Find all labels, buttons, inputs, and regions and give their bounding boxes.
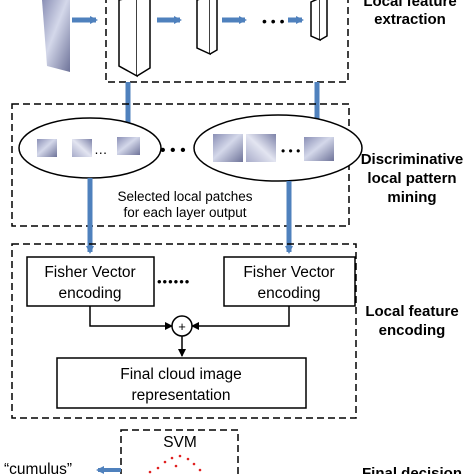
plus-sign: +: [178, 319, 186, 334]
patch-groups-ellipsis: • • •: [160, 142, 186, 159]
cnn-layer-3: [310, 0, 328, 42]
label-mining-3: mining: [387, 189, 436, 206]
connector-left-to-plus: [89, 306, 173, 330]
encoding-dashed-box: [11, 243, 357, 419]
label-encoding-1: Local feature: [365, 303, 458, 320]
label-local-feature-extraction-1: Local feature: [363, 0, 456, 10]
patches-right-ellipsis: • • •: [281, 144, 300, 158]
cnn-layer-1: [118, 0, 151, 78]
patches-left: [37, 137, 140, 157]
final-representation-line-1: Final cloud image: [120, 366, 241, 383]
final-representation-box: [56, 357, 307, 409]
cnn-layer-2: [196, 0, 218, 56]
label-final-decision: Final decision: [362, 465, 462, 474]
input-cloud-image: [42, 0, 70, 72]
cnn-ellipsis: • • •: [262, 13, 285, 29]
svm-dashed-box: [120, 429, 239, 474]
label-encoding-2: encoding: [379, 322, 446, 339]
fisher-left-line-2: encoding: [59, 285, 122, 302]
label-mining-2: local pattern: [367, 170, 456, 187]
selected-patches-line-2: for each layer output: [123, 205, 246, 220]
label-local-feature-extraction-2: extraction: [374, 11, 446, 28]
fisher-right-line-1: Fisher Vector: [243, 264, 334, 281]
patch-ellipse-right: [193, 114, 363, 182]
fisher-right-line-2: encoding: [258, 285, 321, 302]
selected-patches-line-1: Selected local patches: [117, 189, 252, 204]
svm-label: SVM: [163, 434, 197, 451]
fisher-left-line-1: Fisher Vector: [44, 264, 135, 281]
fisher-ellipsis: ••••••: [157, 274, 190, 289]
output-class: “cumulus”: [4, 461, 72, 474]
label-mining-1: Discriminative: [361, 151, 464, 168]
patches-left-dots: …: [94, 142, 108, 157]
connector-right-to-plus: [191, 306, 290, 330]
final-representation-line-2: representation: [131, 387, 230, 404]
svm-scatter: [148, 454, 202, 474]
patches-right: [213, 134, 334, 162]
